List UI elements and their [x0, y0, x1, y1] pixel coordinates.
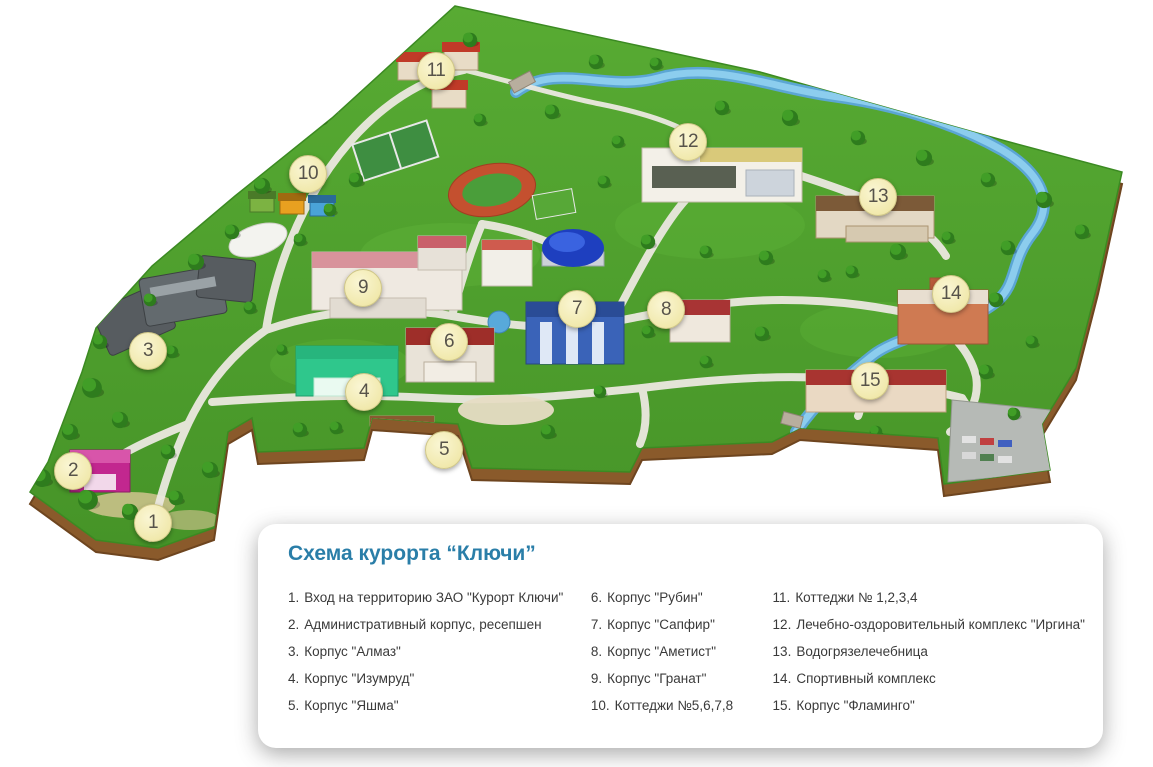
legend-item: 5. Корпус "Яшма" — [288, 692, 591, 719]
legend-item-number: 9. — [590, 671, 603, 686]
legend-item-number: 15. — [772, 698, 792, 713]
map-marker: 12 — [669, 123, 707, 161]
building-9-granat — [311, 235, 533, 319]
map-marker: 3 — [129, 332, 167, 370]
legend-item-number: 4. — [288, 671, 300, 686]
legend-item-number: 13. — [772, 644, 792, 659]
legend-item: 2. Административный корпус, ресепшен — [288, 611, 591, 638]
legend-item-number: 2. — [288, 617, 300, 632]
legend-item-label: Вход на территорию ЗАО "Курорт Ключи" — [304, 590, 564, 605]
legend-item-label: Корпус "Сапфир" — [607, 617, 715, 632]
map-marker: 11 — [417, 52, 455, 90]
legend-item-label: Административный корпус, ресепшен — [304, 617, 542, 632]
map-marker: 15 — [851, 362, 889, 400]
bridge — [507, 70, 537, 94]
map-marker: 14 — [932, 275, 970, 313]
legend-item: 6. Корпус "Рубин" — [591, 584, 773, 611]
legend-item-label: Спортивный комплекс — [796, 671, 936, 686]
parking — [947, 399, 1055, 483]
legend-item: 10. Коттеджи №5,6,7,8 — [591, 692, 773, 719]
legend-item-label: Корпус "Изумруд" — [304, 671, 415, 686]
legend-column-3: 11. Коттеджи № 1,2,3,4 12. Лечебно-оздор… — [773, 584, 1085, 719]
legend-item-number: 3. — [288, 644, 300, 659]
legend-item-number: 12. — [772, 617, 792, 632]
arena-dome — [541, 229, 605, 267]
legend-item: 4. Корпус "Изумруд" — [288, 665, 591, 692]
map-marker: 10 — [289, 155, 327, 193]
legend-item: 11. Коттеджи № 1,2,3,4 — [773, 584, 1085, 611]
legend-item-label: Корпус "Яшма" — [304, 698, 399, 713]
map-marker: 8 — [647, 291, 685, 329]
legend-item-label: Коттеджи № 1,2,3,4 — [795, 590, 918, 605]
white-pavilion — [228, 222, 288, 258]
legend-item-label: Лечебно-оздоровительный комплекс "Иргина… — [796, 617, 1085, 632]
river — [510, 66, 1050, 438]
legend-item-number: 7. — [590, 617, 603, 632]
map-marker: 1 — [134, 504, 172, 542]
legend-title: Схема курорта “Ключи” — [288, 542, 536, 565]
legend-columns: 1. Вход на территорию ЗАО "Курорт Ключи"… — [258, 578, 1103, 719]
legend-item-label: Корпус "Аметист" — [607, 644, 716, 659]
legend-item-label: Коттеджи №5,6,7,8 — [614, 698, 734, 713]
legend-item: 13. Водогрязелечебница — [773, 638, 1085, 665]
legend-item-number: 11. — [772, 590, 791, 605]
map-marker: 7 — [558, 290, 596, 328]
legend-item-label: Водогрязелечебница — [796, 644, 928, 659]
map-marker: 4 — [345, 373, 383, 411]
legend-column-1: 1. Вход на территорию ЗАО "Курорт Ключи"… — [288, 584, 591, 719]
map-marker: 13 — [859, 178, 897, 216]
legend-item-number: 6. — [590, 590, 603, 605]
tennis-court — [351, 119, 440, 183]
legend-item: 3. Корпус "Алмаз" — [288, 638, 591, 665]
bridge — [780, 411, 804, 429]
stadium — [447, 162, 537, 218]
legend-item: 9. Корпус "Гранат" — [591, 665, 773, 692]
legend-item: 8. Корпус "Аметист" — [591, 638, 773, 665]
map-marker: 9 — [344, 269, 382, 307]
building-12-irgina — [641, 147, 803, 203]
map-marker: 5 — [425, 431, 463, 469]
legend-item-number: 5. — [288, 698, 300, 713]
legend-item: 14. Спортивный комплекс — [773, 665, 1085, 692]
legend-item-label: Корпус "Алмаз" — [304, 644, 401, 659]
legend-item-number: 10. — [590, 698, 610, 713]
legend-item: 12. Лечебно-оздоровительный комплекс "Ир… — [773, 611, 1085, 638]
legend-item-number: 8. — [590, 644, 603, 659]
legend-panel: Схема курорта “Ключи” 1. Вход на террито… — [258, 524, 1103, 748]
sports-field — [531, 188, 577, 220]
map-marker: 2 — [54, 452, 92, 490]
legend-item: 1. Вход на территорию ЗАО "Курорт Ключи" — [288, 584, 591, 611]
legend-column-2: 6. Корпус "Рубин" 7. Корпус "Сапфир" 8. … — [591, 584, 773, 719]
playground — [458, 395, 554, 425]
legend-item-number: 14. — [772, 671, 792, 686]
legend-item-number: 1. — [288, 590, 300, 605]
legend-item-label: Корпус "Фламинго" — [796, 698, 915, 713]
legend-item: 7. Корпус "Сапфир" — [591, 611, 773, 638]
legend-item-label: Корпус "Рубин" — [607, 590, 703, 605]
legend-item: 15. Корпус "Фламинго" — [773, 692, 1085, 719]
map-marker: 6 — [430, 323, 468, 361]
legend-item-label: Корпус "Гранат" — [607, 671, 707, 686]
